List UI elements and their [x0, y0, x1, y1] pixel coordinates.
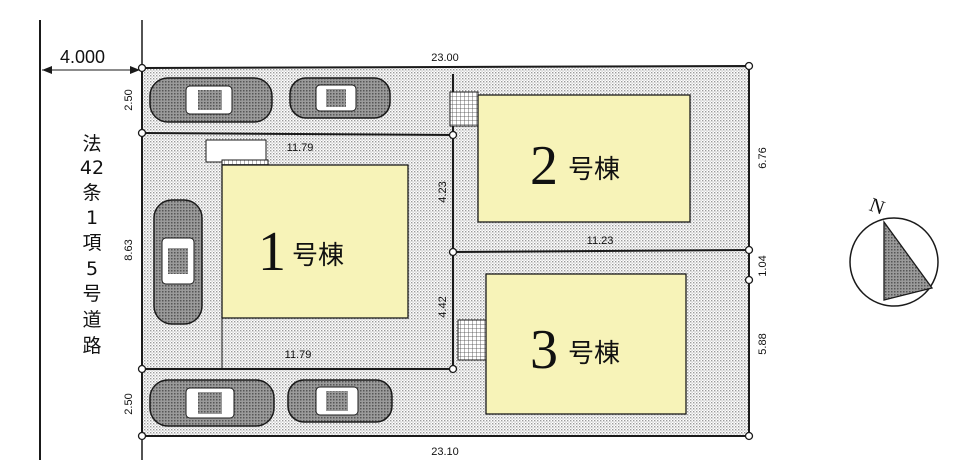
- parking-car: [287, 379, 393, 423]
- road-label-char: 号: [82, 283, 101, 305]
- dimension-left-bottom: 2.50: [123, 393, 135, 414]
- dimension-bottom: 23.10: [431, 446, 459, 458]
- building-suffix: 号棟: [568, 339, 620, 369]
- parking-car: [149, 77, 273, 123]
- compass-label: N: [866, 194, 887, 220]
- building-2: [477, 94, 691, 223]
- dimension-left-top: 2.50: [123, 89, 135, 110]
- road-label-char: 5: [86, 258, 98, 280]
- dimension-lot1-right-lower: 4.42: [437, 296, 449, 317]
- road-label-char: 道: [82, 309, 101, 331]
- parking-car: [149, 379, 275, 427]
- building-number: 3: [530, 319, 558, 381]
- parking-car: [153, 199, 203, 325]
- entry-porch-3: [457, 319, 487, 361]
- road-label-char: 条: [82, 182, 101, 204]
- building-1-label: 1 号棟: [258, 221, 344, 283]
- dimension-lot1-top: 11.79: [287, 142, 314, 154]
- dimension-right-bottom: 5.88: [757, 333, 769, 354]
- building-suffix: 号棟: [292, 241, 344, 271]
- entry-porch-2: [449, 91, 479, 127]
- building-2-label: 2 号棟: [530, 135, 620, 197]
- road-label-char: 1: [86, 207, 98, 229]
- parking-car: [289, 77, 391, 119]
- road-label-char: 路: [82, 335, 101, 357]
- building-suffix: 号棟: [568, 155, 620, 185]
- boundary-markers: [137, 61, 754, 441]
- dimension-right-mid: 1.04: [757, 255, 769, 276]
- compass-needle-icon: [883, 220, 934, 301]
- road-label-char: 42: [80, 157, 104, 179]
- road-width-dimension: 4.000: [42, 47, 140, 74]
- road-label-char: 法: [82, 133, 101, 155]
- road-width-label: 4.000: [60, 47, 105, 67]
- dimension-right-top: 6.76: [757, 147, 769, 168]
- entry-step-1: [205, 139, 267, 163]
- dimension-lot1-right-upper: 4.23: [437, 181, 449, 202]
- building-number: 1: [258, 221, 286, 283]
- north-compass: N: [849, 194, 939, 307]
- dimension-top: 23.00: [431, 52, 459, 64]
- dimension-lot2-3-split: 11.23: [587, 235, 614, 247]
- building-3-label: 3 号棟: [530, 319, 620, 381]
- dimension-left-mid: 8.63: [123, 239, 135, 260]
- road-label: 法 42 条 1 項 5 号 道 路: [80, 133, 104, 357]
- building-3: [485, 273, 687, 415]
- building-1: [221, 164, 409, 319]
- dimension-lot1-bottom: 11.79: [285, 349, 312, 361]
- road-label-char: 項: [82, 232, 101, 254]
- building-number: 2: [530, 135, 558, 197]
